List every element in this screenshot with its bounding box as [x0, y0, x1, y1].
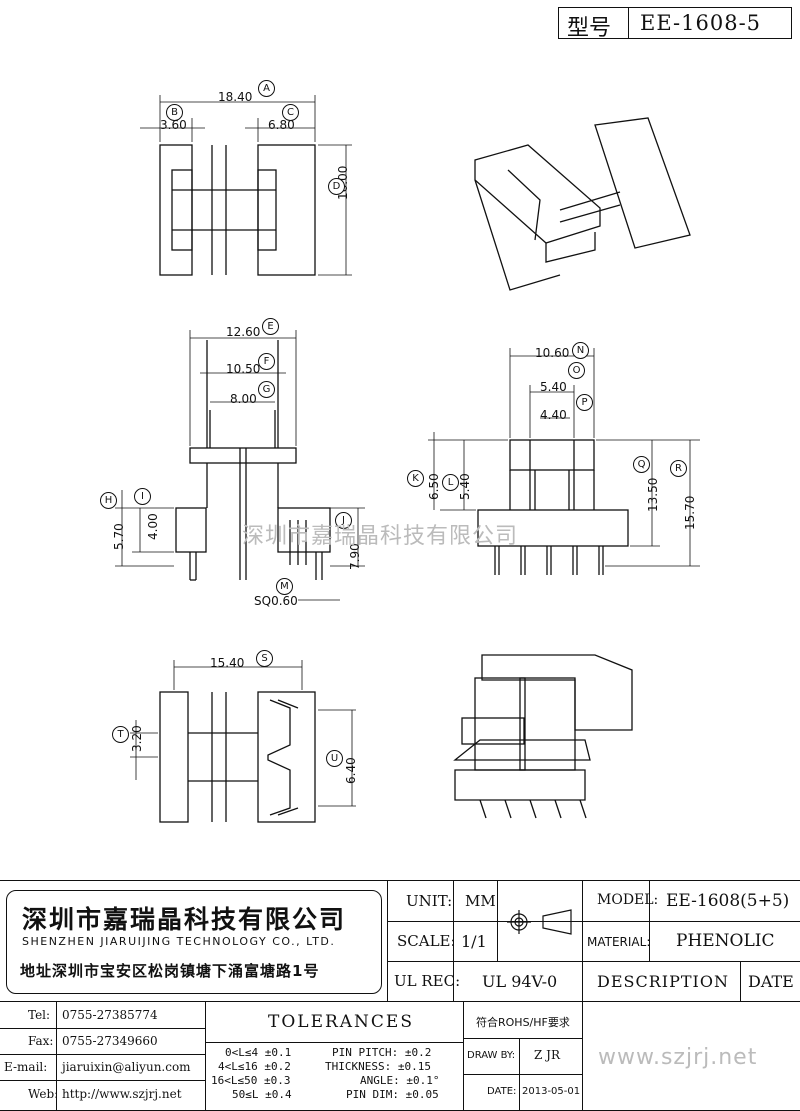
- label-f: F: [258, 353, 275, 370]
- dim-i: 4.00: [146, 513, 160, 540]
- technical-drawing: [115, 95, 700, 823]
- material-value: PHENOLIC: [676, 931, 775, 951]
- tolerance-range-4: 50≤L ±0.4: [232, 1088, 292, 1101]
- dim-m: SQ0.60: [254, 594, 298, 608]
- label-b: B: [166, 104, 183, 121]
- label-q: Q: [633, 456, 650, 473]
- dim-a: 18.40: [218, 90, 253, 104]
- tolerances-title: TOLERANCES: [268, 1012, 414, 1032]
- label-l: L: [442, 474, 459, 491]
- dim-o: 5.40: [540, 380, 567, 394]
- unit-value: MM: [465, 892, 496, 910]
- date-header-label: DATE: [748, 972, 794, 991]
- label-c: C: [282, 104, 299, 121]
- web-label: Web:: [28, 1087, 59, 1101]
- projection-symbol-icon: [507, 909, 572, 935]
- tolerance-pin-dim: PIN DIM: ±0.05: [346, 1088, 439, 1101]
- dim-c: 6.80: [268, 118, 295, 132]
- unit-label: UNIT:: [406, 892, 453, 910]
- dim-p: 4.40: [540, 408, 567, 422]
- ul-value: UL 94V-0: [482, 972, 558, 991]
- model-label: 型号: [567, 16, 612, 41]
- tolerance-angle: ANGLE: ±0.1°: [360, 1074, 440, 1087]
- date-value: 2013-05-01: [522, 1086, 581, 1097]
- company-name-en: SHENZHEN JIARUIJING TECHNOLOGY CO., LTD.: [22, 935, 336, 948]
- website-watermark: www.szjrj.net: [598, 1045, 758, 1070]
- dim-s: 15.40: [210, 656, 245, 670]
- tolerance-range-3: 16<L≤50 ±0.3: [211, 1074, 291, 1087]
- label-u: U: [326, 750, 343, 767]
- dim-f: 10.50: [226, 362, 261, 376]
- label-h: H: [100, 492, 117, 509]
- label-r: R: [670, 460, 687, 477]
- model-box: [558, 7, 792, 39]
- dim-r: 15.70: [683, 495, 697, 530]
- dim-u: 6.40: [344, 757, 358, 784]
- label-g: G: [258, 381, 275, 398]
- iso-view-bottom: [453, 654, 633, 819]
- label-i: I: [134, 488, 151, 505]
- company-address: 地址深圳市宝安区松岗镇塘下涌富塘路1号: [20, 962, 320, 980]
- front-view: [159, 144, 316, 276]
- web-value[interactable]: http://www.szjrj.net: [62, 1087, 182, 1101]
- fax-label: Fax:: [28, 1034, 54, 1048]
- email-label: E-mail:: [4, 1060, 48, 1074]
- label-s: S: [256, 650, 273, 667]
- date-label: DATE:: [487, 1086, 517, 1097]
- ul-label: UL REC:: [394, 972, 461, 990]
- dim-n: 10.60: [535, 346, 570, 360]
- dim-h: 5.70: [112, 523, 126, 550]
- end-view: [477, 439, 629, 575]
- compliance-text: 符合ROHS/HF要求: [476, 1016, 570, 1029]
- label-o: O: [568, 362, 585, 379]
- iso-view-top: [474, 117, 691, 291]
- model-spec-label: MODEL:: [597, 892, 659, 908]
- label-n: N: [572, 342, 589, 359]
- dim-k: 6.50: [427, 473, 441, 500]
- scale-label: SCALE:: [397, 932, 456, 950]
- label-m: M: [276, 578, 293, 595]
- watermark-text: 深圳市嘉瑞晶科技有限公司: [242, 524, 519, 549]
- tel-label: Tel:: [28, 1008, 51, 1022]
- company-box: [6, 890, 382, 994]
- label-e: E: [262, 318, 279, 335]
- tolerance-thickness: THICKNESS: ±0.15: [325, 1060, 431, 1073]
- bottom-view: [159, 691, 316, 823]
- dim-q: 13.50: [646, 477, 660, 512]
- description-label: DESCRIPTION: [597, 972, 729, 991]
- label-j: J: [335, 512, 352, 529]
- label-p: P: [576, 394, 593, 411]
- dim-e: 12.60: [226, 325, 261, 339]
- label-t: T: [112, 726, 129, 743]
- tolerance-pin-pitch: PIN PITCH: ±0.2: [332, 1046, 432, 1059]
- model-value: EE-1608-5: [640, 11, 762, 35]
- material-label: MATERIAL:: [587, 935, 651, 949]
- fax-value: 0755-27349660: [62, 1034, 158, 1048]
- tolerance-range-1: 0<L≤4 ±0.1: [225, 1046, 292, 1059]
- label-k: K: [407, 470, 424, 487]
- dim-g: 8.00: [230, 392, 257, 406]
- scale-value: 1/1: [461, 932, 487, 951]
- tolerance-range-2: 4<L≤16 ±0.2: [218, 1060, 291, 1073]
- dim-b: 3.60: [160, 118, 187, 132]
- label-d: D: [328, 178, 345, 195]
- side-view: [175, 340, 331, 581]
- model-spec-value: EE-1608(5+5): [666, 891, 790, 911]
- tel-value: 0755-27385774: [62, 1008, 158, 1022]
- email-value[interactable]: jiaruixin@aliyun.com: [62, 1060, 191, 1074]
- company-name-cn: 深圳市嘉瑞晶科技有限公司: [22, 905, 347, 934]
- title-block: 深圳市嘉瑞晶科技有限公司 SHENZHEN JIARUIJING TECHNOL…: [0, 880, 800, 1111]
- draw-by-value: Z JR: [534, 1048, 560, 1062]
- dim-t: 3.20: [130, 725, 144, 752]
- dim-l: 5.40: [458, 473, 472, 500]
- label-a: A: [258, 80, 275, 97]
- draw-by-label: DRAW BY:: [467, 1050, 516, 1061]
